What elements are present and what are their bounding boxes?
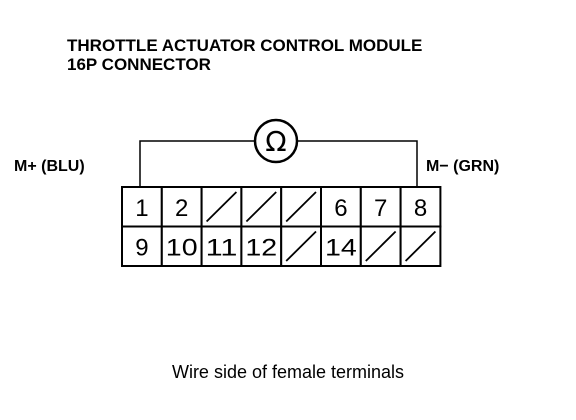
unused-slash (245, 191, 277, 223)
probe-wire-left (139, 140, 254, 186)
terminal-cell (399, 186, 442, 228)
terminal-cell (160, 225, 203, 267)
terminal-number: 11 (206, 234, 238, 261)
terminal-number: 8 (414, 195, 427, 222)
probe-wire-right (298, 140, 418, 186)
diagram-caption: Wire side of female terminals (171, 362, 405, 382)
wire-label-m-minus: M− (GRN) (426, 158, 500, 175)
ohm-meter-icon: Ω (253, 118, 299, 164)
terminal-cell (200, 225, 243, 267)
diagram-title-line2: 16P CONNECTOR (67, 55, 211, 74)
terminal-number: 1 (135, 195, 148, 222)
unused-slash (404, 230, 437, 262)
terminal-number: 7 (374, 195, 387, 222)
terminal-number: 10 (166, 234, 198, 261)
unused-slash (285, 191, 317, 223)
terminal-cell (121, 225, 163, 267)
terminal-number: 2 (175, 195, 188, 222)
terminal-number: 12 (245, 234, 277, 261)
unused-slash (205, 191, 238, 223)
diagram-title-line1: THROTTLE ACTUATOR CONTROL MODULE (67, 36, 423, 55)
wire-label-m-plus: M+ (BLU) (14, 158, 85, 175)
ohm-symbol: Ω (265, 125, 286, 158)
terminal-cell (320, 225, 362, 267)
terminal-number: 14 (325, 234, 357, 261)
terminal-number: 6 (334, 195, 347, 222)
terminal-number: 9 (135, 234, 148, 261)
unused-slash (365, 230, 397, 262)
unused-slash (285, 230, 317, 262)
